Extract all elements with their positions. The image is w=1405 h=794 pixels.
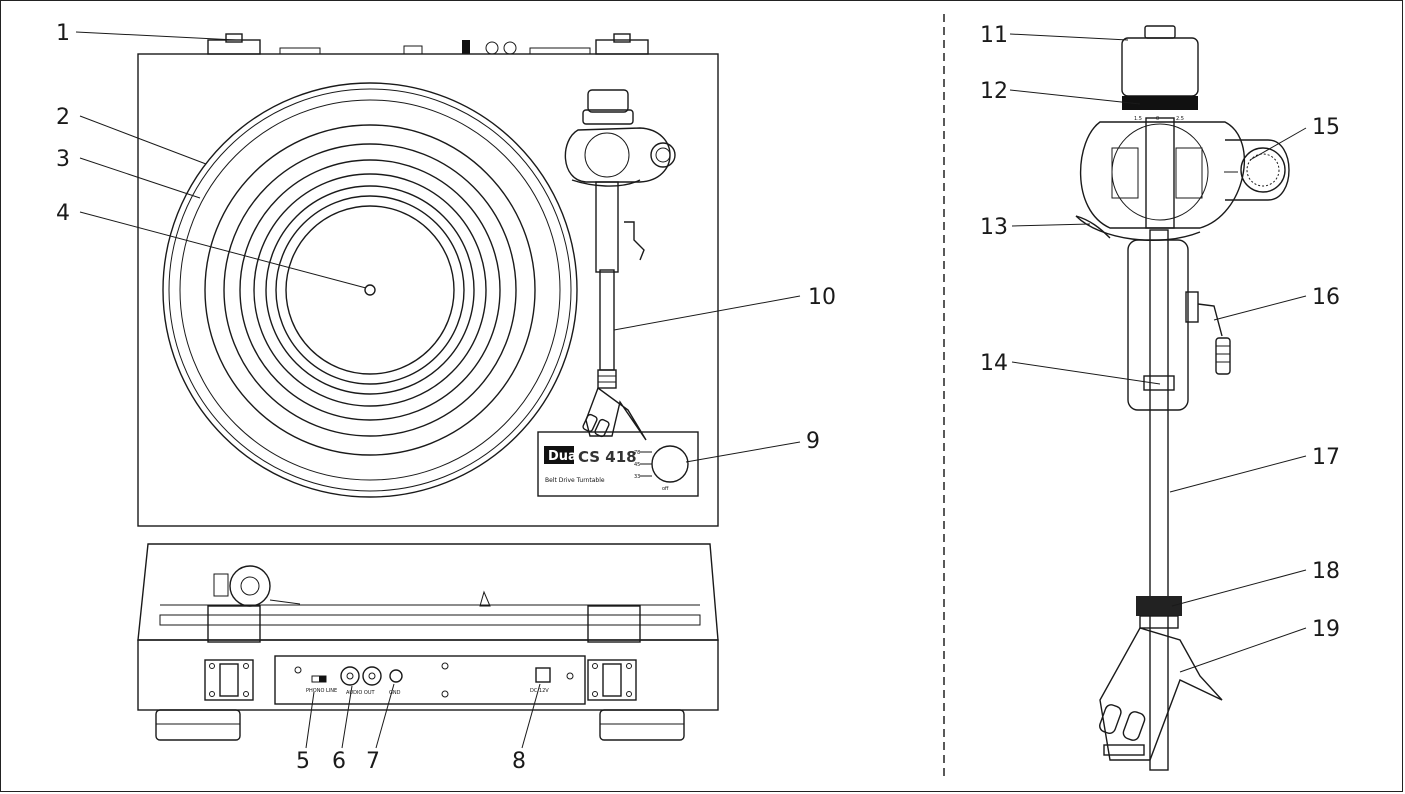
callout-14: 14 xyxy=(980,351,1008,376)
label-gnd: GND xyxy=(389,690,401,696)
callout-5: 5 xyxy=(296,749,310,774)
callout-19: 19 xyxy=(1312,617,1340,642)
callout-18: 18 xyxy=(1312,559,1340,584)
gnd-terminal xyxy=(389,669,403,683)
callout-10: 10 xyxy=(808,285,836,310)
rear-connectors-top xyxy=(279,40,591,55)
label-phono-line: PHONO LINE xyxy=(306,688,337,694)
callout-11: 11 xyxy=(980,23,1008,48)
panel-subtitle: Belt Drive Turntable xyxy=(545,477,605,484)
tonearm-detail: 1.5 0 2.5 xyxy=(1075,25,1290,771)
panel-brand: Dual xyxy=(548,449,581,464)
scale-center: 0 xyxy=(1156,116,1159,122)
callout-7: 7 xyxy=(366,749,380,774)
callout-2: 2 xyxy=(56,105,70,130)
speed-off: off xyxy=(662,486,669,492)
scale-left: 1.5 xyxy=(1134,116,1142,122)
callout-12: 12 xyxy=(980,79,1008,104)
callout-1: 1 xyxy=(56,21,70,46)
label-audio-out: AUDIO OUT xyxy=(346,690,376,696)
scale-right: 2.5 xyxy=(1176,116,1184,122)
arm-clip xyxy=(1143,375,1175,391)
callouts: 1 2 3 4 5 6 7 8 9 10 11 12 13 14 15 16 1… xyxy=(56,21,1340,774)
callout-6: 6 xyxy=(332,749,346,774)
speed-knob xyxy=(651,445,689,483)
audio-out-right xyxy=(362,666,382,686)
panel-model: CS 418 xyxy=(578,448,637,466)
platter-mat xyxy=(204,124,536,456)
tonearm-top xyxy=(564,89,676,441)
arm-rest xyxy=(1127,239,1189,411)
control-panel: Dual CS 418 Belt Drive Turntable 78 45 3… xyxy=(537,431,699,497)
top-view: Dual CS 418 Belt Drive Turntable 78 45 3… xyxy=(137,33,719,527)
callout-16: 16 xyxy=(1312,285,1340,310)
counterweight xyxy=(1121,37,1199,97)
speed-78: 78 xyxy=(634,450,640,456)
label-dc: DC 12V xyxy=(530,688,549,694)
platter xyxy=(162,82,578,498)
spindle xyxy=(364,284,376,296)
callout-4: 4 xyxy=(56,201,70,226)
audio-out-left xyxy=(340,666,360,686)
anti-skating-knob xyxy=(1240,147,1286,193)
rear-view: PHONO LINE AUDIO OUT GND DC 12V xyxy=(137,543,719,741)
speed-45: 45 xyxy=(634,462,640,468)
callout-9: 9 xyxy=(806,429,820,454)
plinth-top xyxy=(137,53,719,527)
callout-8: 8 xyxy=(512,749,526,774)
locking-nut xyxy=(1136,596,1182,616)
anti-skating-scale-ring xyxy=(1122,96,1198,110)
dust-cover-hinge-right xyxy=(595,33,649,55)
callout-15: 15 xyxy=(1312,115,1340,140)
callout-13: 13 xyxy=(980,215,1008,240)
dust-cover-hinge-left xyxy=(207,33,261,55)
speed-33: 33 xyxy=(634,474,640,480)
callout-3: 3 xyxy=(56,147,70,172)
callout-17: 17 xyxy=(1312,445,1340,470)
cue-lever xyxy=(1185,291,1199,323)
dc-in-jack xyxy=(535,667,551,683)
headshell xyxy=(1099,627,1223,761)
